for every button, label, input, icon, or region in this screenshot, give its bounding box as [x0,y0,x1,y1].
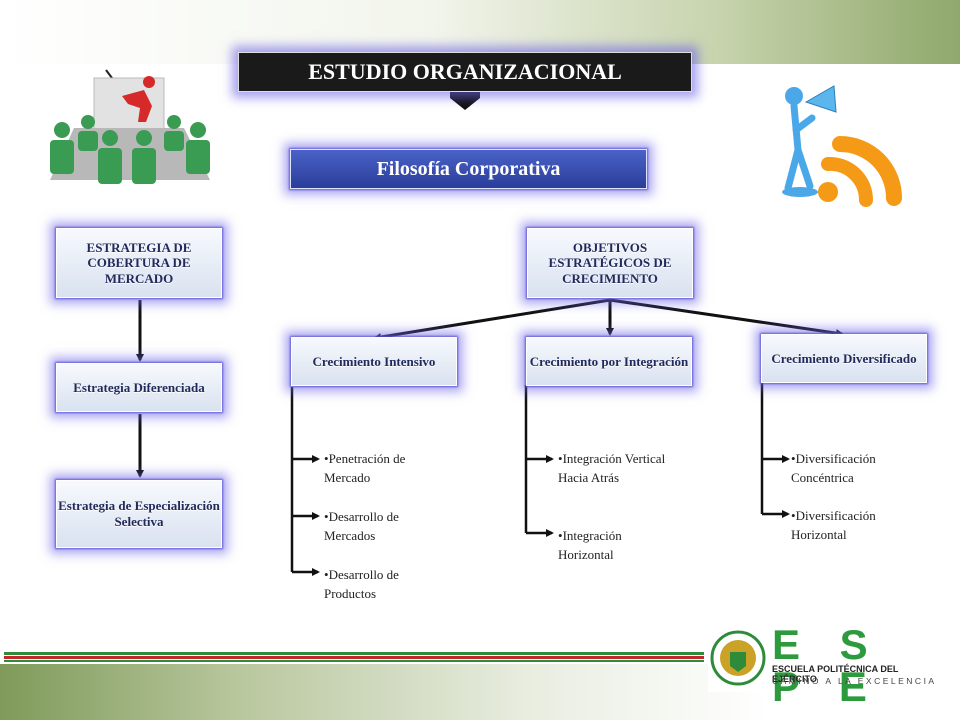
list-item: •Penetración de Mercado [324,451,406,485]
espe-crest-icon [708,624,768,692]
selective-specialization-label: Estrategia de Especialización Selectiva [58,498,220,529]
presentation-meeting-icon [50,69,210,184]
philosophy-box: Filosofía Corporativa [290,149,647,189]
differentiated-strategy-label: Estrategia Diferenciada [73,379,205,395]
list-item: •Integración Vertical Hacia Atrás [558,451,666,485]
objectives-label: OBJETIVOS ESTRATÉGICOS DE CRECIMIENTO [548,239,672,286]
green-stripe [4,652,704,655]
selective-specialization-box: Estrategia de Especialización Selectiva [56,480,222,548]
coverage-strategy-label: ESTRATEGIA DE COBERTURA DE MERCADO [86,239,192,286]
red-stripe [4,656,704,659]
differentiated-strategy-box: Estrategia Diferenciada [56,363,222,412]
growth-diversified-label: Crecimiento Diversificado [771,350,917,366]
growth-diversified-box: Crecimiento Diversificado [761,334,927,383]
main-title: ESTUDIO ORGANIZACIONAL [238,52,692,92]
list-item: •Desarrollo de Productos [324,567,399,601]
list-item: •Diversificación Horizontal [791,508,876,542]
growth-integration-label: Crecimiento por Integración [529,353,689,369]
espe-logo-wordmark: E S P E [772,621,882,710]
espe-logo-line1: ESCUELA POLITÉCNICA DEL EJÉRCITO [772,664,899,684]
title-down-arrow [450,92,480,110]
list-item: •Diversificación Concéntrica [791,451,876,485]
list-item: •Integración Horizontal [558,528,622,562]
growth-intensive-label: Crecimiento Intensivo [312,353,436,369]
growth-intensive-box: Crecimiento Intensivo [291,337,457,386]
espe-logo-line2: CAMINO A LA EXCELENCIA [772,676,937,686]
footer-gradient [0,664,960,720]
megaphone-broadcast-icon [782,85,902,207]
objectives-box: OBJETIVOS ESTRATÉGICOS DE CRECIMIENTO [527,228,693,298]
growth-integration-box: Crecimiento por Integración [526,337,692,386]
coverage-strategy-box: ESTRATEGIA DE COBERTURA DE MERCADO [56,228,222,298]
green-stripe-2 [4,660,704,662]
list-item: •Desarrollo de Mercados [324,509,399,543]
